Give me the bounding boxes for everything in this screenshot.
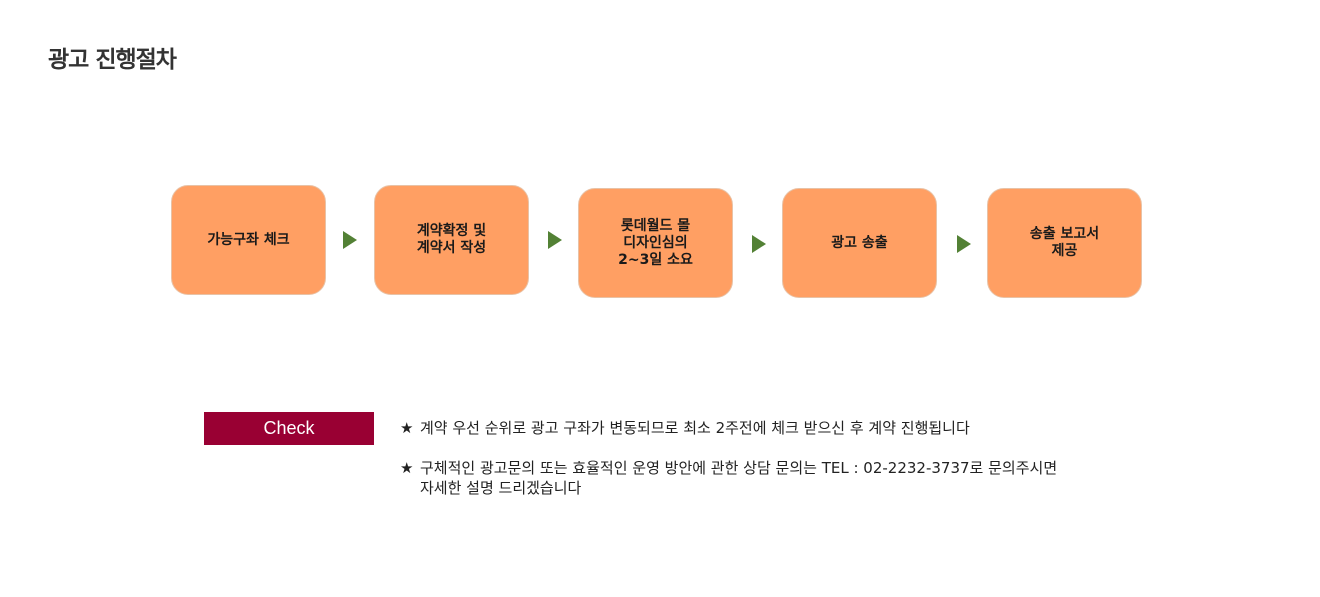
check-badge: Check <box>204 412 374 445</box>
arrow-right-icon <box>343 231 357 249</box>
arrow-right-icon <box>957 235 971 253</box>
step-available-slot-check: 가능구좌 체크 <box>171 185 326 295</box>
note-item: ★ 계약 우선 순위로 광고 구좌가 변동되므로 최소 2주전에 체크 받으신 … <box>400 418 1300 438</box>
arrow-right-icon <box>752 235 766 253</box>
step-report-delivery: 송출 보고서 제공 <box>987 188 1142 298</box>
note-text: 자세한 설명 드리겠습니다 <box>420 479 582 497</box>
note-text: 계약 우선 순위로 광고 구좌가 변동되므로 최소 2주전에 체크 받으신 후 … <box>420 419 970 437</box>
note-text: 구체적인 광고문의 또는 효율적인 운영 방안에 관한 상담 문의는 TEL :… <box>420 459 1058 477</box>
note-item: ★ 구체적인 광고문의 또는 효율적인 운영 방안에 관한 상담 문의는 TEL… <box>400 458 1300 498</box>
check-notes: ★ 계약 우선 순위로 광고 구좌가 변동되므로 최소 2주전에 체크 받으신 … <box>400 418 1300 518</box>
step-design-review: 롯데월드 몰 디자인심의 2~3일 소요 <box>578 188 733 298</box>
star-icon: ★ <box>400 459 414 477</box>
step-contract-confirm: 계약확정 및 계약서 작성 <box>374 185 529 295</box>
step-ad-broadcast: 광고 송출 <box>782 188 937 298</box>
page-title: 광고 진행절차 <box>48 47 177 73</box>
star-icon: ★ <box>400 419 414 437</box>
arrow-right-icon <box>548 231 562 249</box>
